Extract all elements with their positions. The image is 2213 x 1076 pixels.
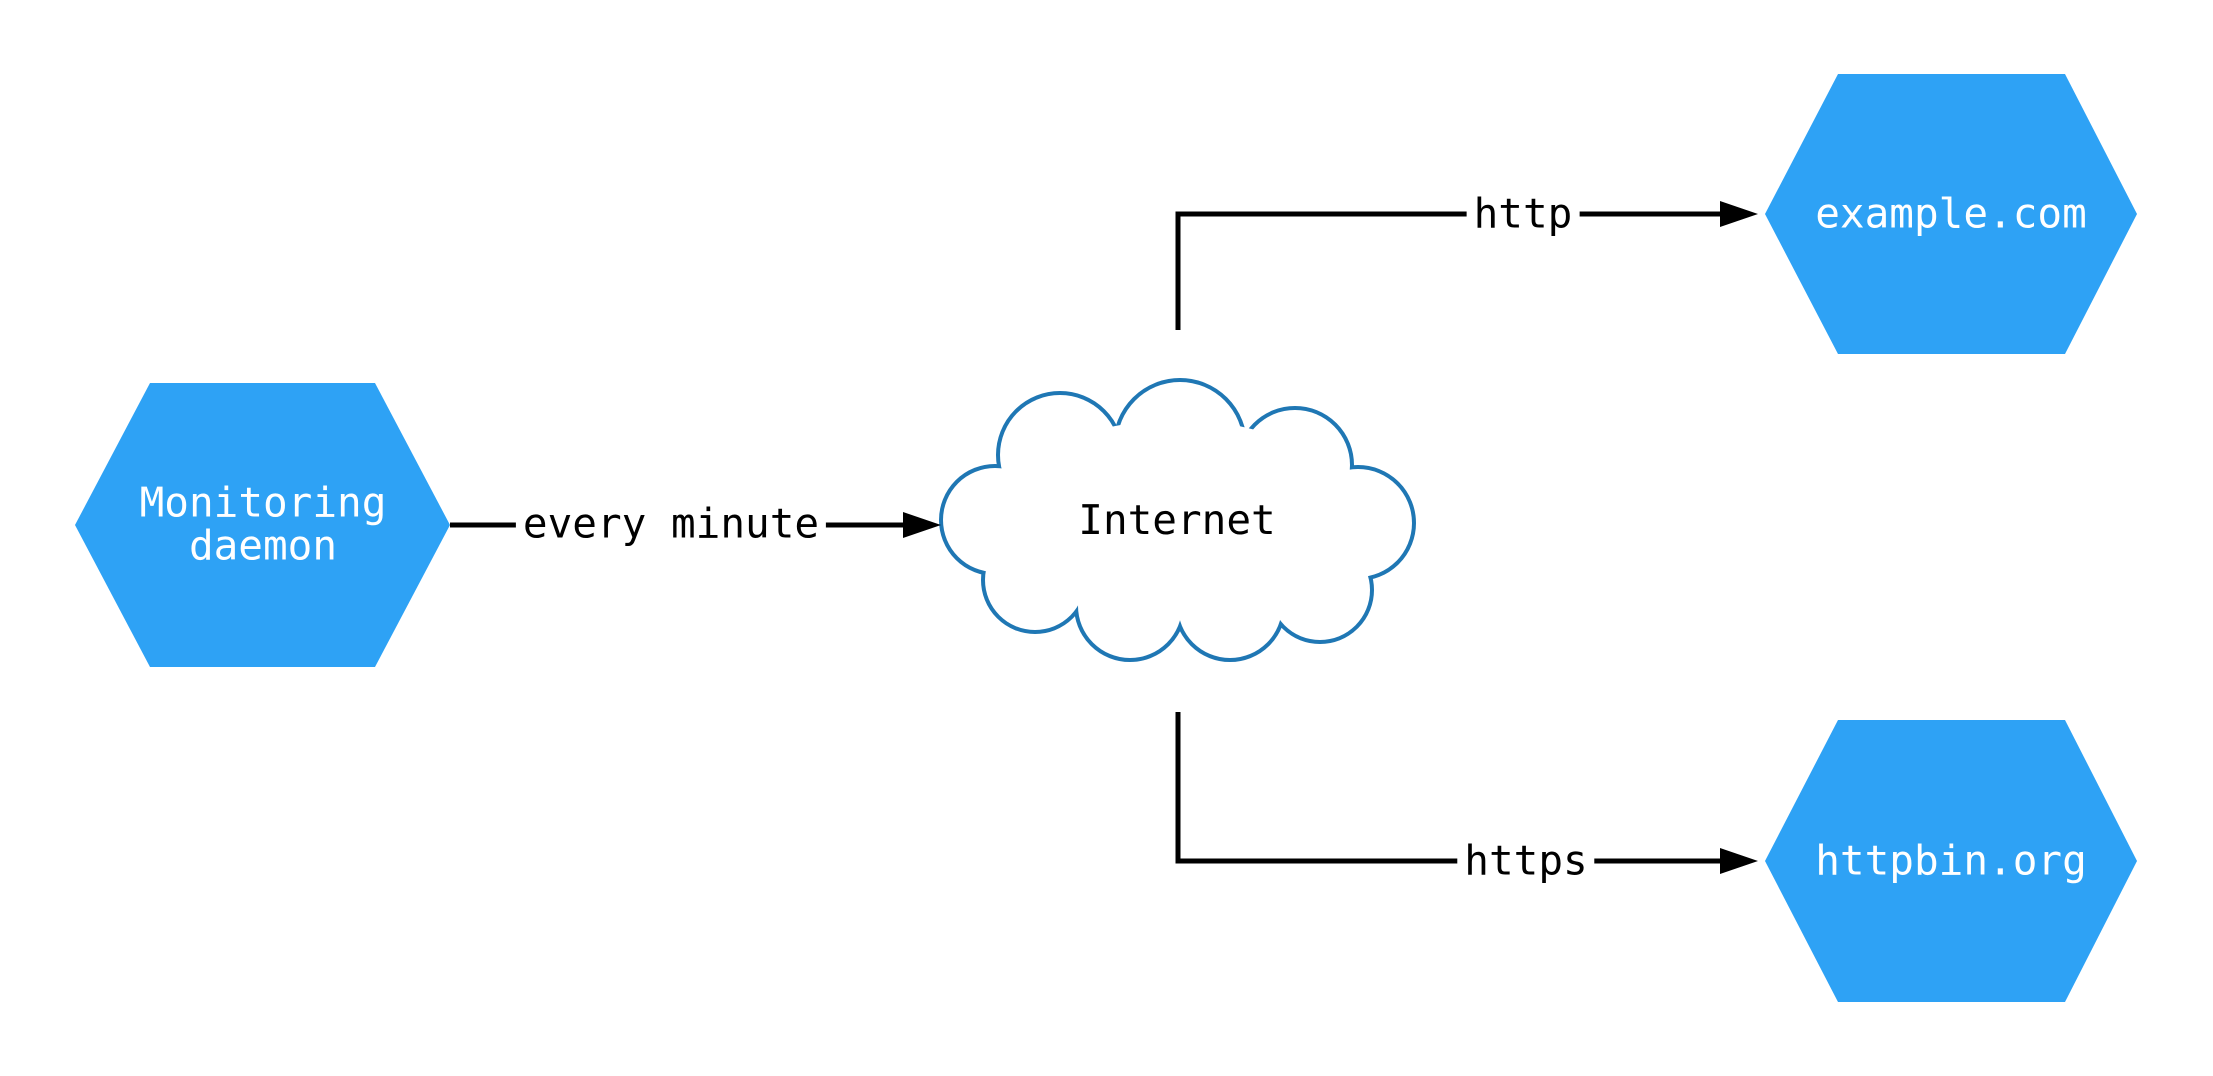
internet-cloud <box>939 378 1416 662</box>
internet-label: Internet <box>1078 496 1276 544</box>
cloud-body <box>943 382 1412 658</box>
edge-label-every-minute: every minute <box>515 501 827 547</box>
arrowhead-icon <box>903 512 941 538</box>
edge-label-http: http <box>1466 191 1580 237</box>
httpbin-org-hexagon <box>1765 720 2137 1002</box>
edge-http-line <box>1175 211 1722 330</box>
edge-https-line <box>1175 712 1722 864</box>
monitoring-daemon-hexagon <box>75 383 450 667</box>
arrowhead-icon <box>1720 848 1758 874</box>
arrowhead-icon <box>1720 201 1758 227</box>
edge-label-https: https <box>1457 838 1595 884</box>
monitoring-daemon-label: Monitoring daemon <box>139 478 387 570</box>
example-com-label: example.com <box>1815 189 2087 238</box>
httpbin-org-label: httpbin.org <box>1815 836 2087 885</box>
example-com-hexagon <box>1765 74 2137 354</box>
